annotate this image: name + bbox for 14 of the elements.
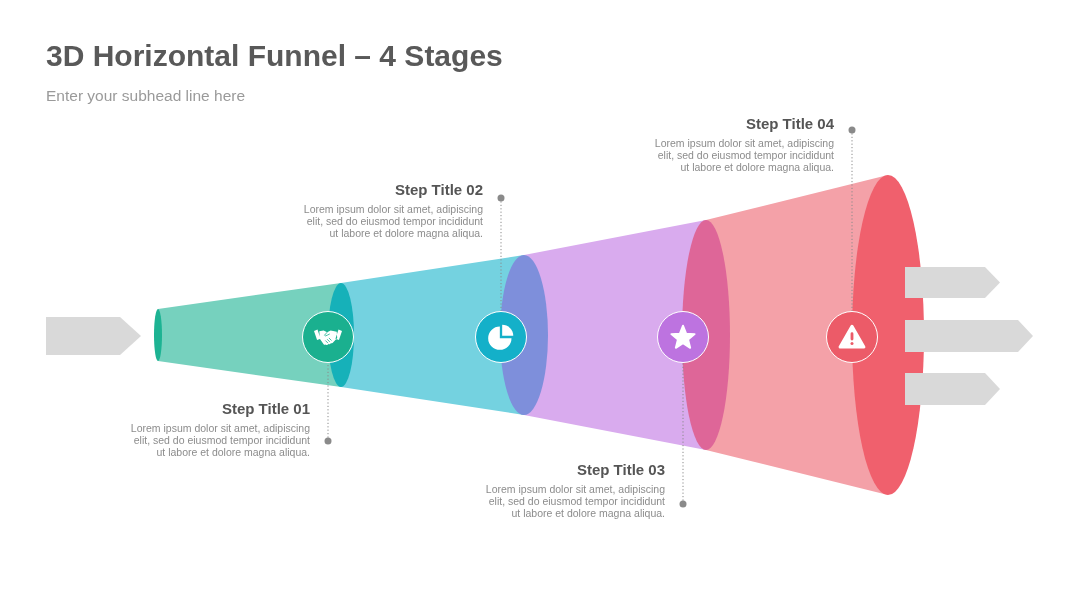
leader-line xyxy=(497,194,505,312)
step-title: Step Title 03 xyxy=(575,461,665,479)
step-description: Lorem ipsum dolor sit amet, adipiscing elit, sed do eiusmod tempor incididunt ut labore et dolore magna aliqua. xyxy=(130,422,310,458)
step-title: Step Title 01 xyxy=(220,400,310,418)
step-title: Step Title 02 xyxy=(393,181,483,199)
leader-line xyxy=(679,362,687,508)
step-title: Step Title 04 xyxy=(744,115,834,133)
step-description: Lorem ipsum dolor sit amet, adipiscing elit, sed do eiusmod tempor incididunt ut labore et dolore magna aliqua. xyxy=(485,483,665,519)
leader-line xyxy=(324,362,332,445)
title: 3D Horizontal Funnel – 4 Stages xyxy=(46,38,503,74)
step-description: Lorem ipsum dolor sit amet, adipiscing elit, sed do eiusmod tempor incididunt ut labore et dolore magna aliqua. xyxy=(654,137,834,173)
leader-line xyxy=(848,126,856,312)
step-description: Lorem ipsum dolor sit amet, adipiscing elit, sed do eiusmod tempor incididunt ut labore et dolore magna aliqua. xyxy=(303,203,483,239)
subtitle: Enter your subhead line here xyxy=(46,87,246,105)
